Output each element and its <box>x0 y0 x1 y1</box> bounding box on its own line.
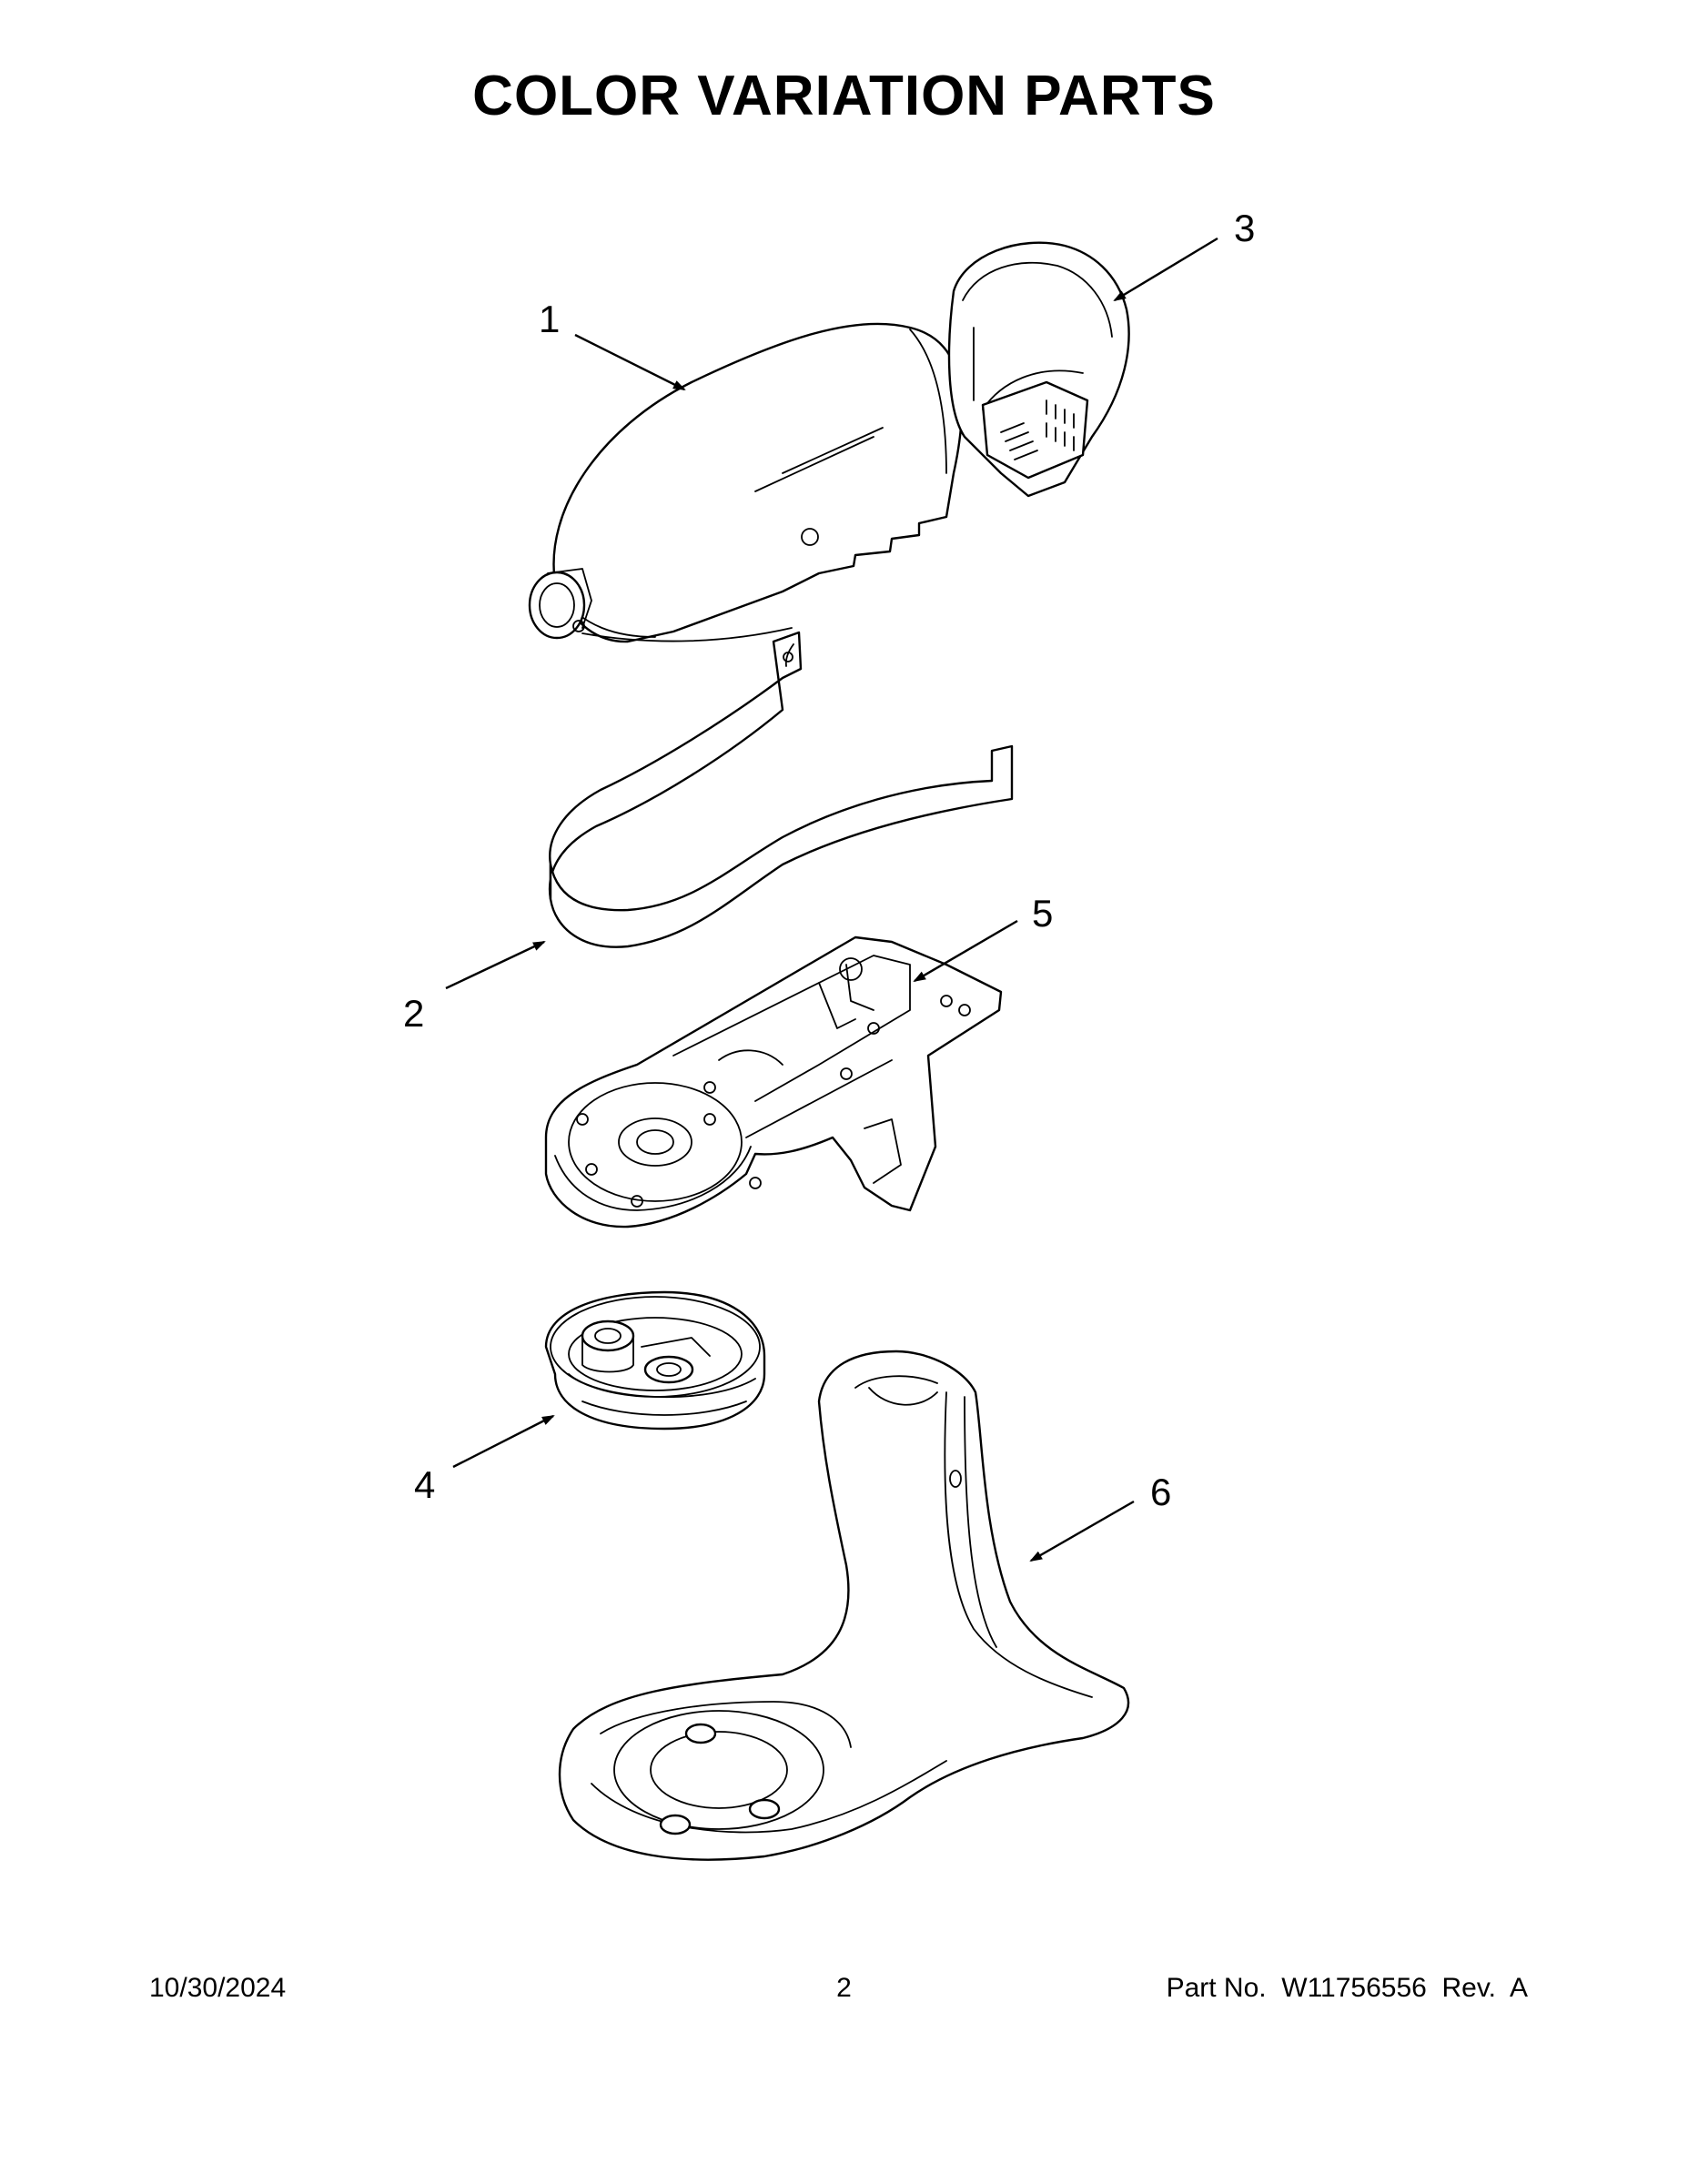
callout-label-1: 1 <box>539 298 560 340</box>
callout-label-5: 5 <box>1032 892 1053 935</box>
callout-label-4: 4 <box>414 1463 435 1506</box>
part-3-rear-cover[interactable] <box>947 241 1130 498</box>
callout-label-2: 2 <box>403 992 424 1035</box>
callout-arrow-1 <box>574 333 686 391</box>
part-4-hub-ring[interactable] <box>544 1290 766 1431</box>
part-2-trim-band[interactable] <box>548 631 1014 948</box>
footer-page-number: 2 <box>836 1973 852 2003</box>
part-1-motor-housing[interactable] <box>528 322 964 643</box>
part-5-base-frame[interactable] <box>544 935 1003 1228</box>
callout-label-6: 6 <box>1150 1471 1171 1513</box>
callout-arrow-4 <box>452 1414 555 1469</box>
callout-arrow-5 <box>913 919 1018 983</box>
callout-arrows <box>445 237 1218 1562</box>
page-title: COLOR VARIATION PARTS <box>472 65 1216 127</box>
footer-date: 10/30/2024 <box>149 1973 287 2003</box>
footer-part-number: Part No. W11756556 Rev. A <box>1166 1973 1528 2003</box>
callout-arrow-6 <box>1029 1500 1135 1562</box>
callout-arrow-3 <box>1113 237 1218 302</box>
callout-arrow-2 <box>445 940 546 990</box>
part-6-pedestal-base[interactable] <box>558 1350 1130 1861</box>
callout-label-3: 3 <box>1234 207 1255 249</box>
